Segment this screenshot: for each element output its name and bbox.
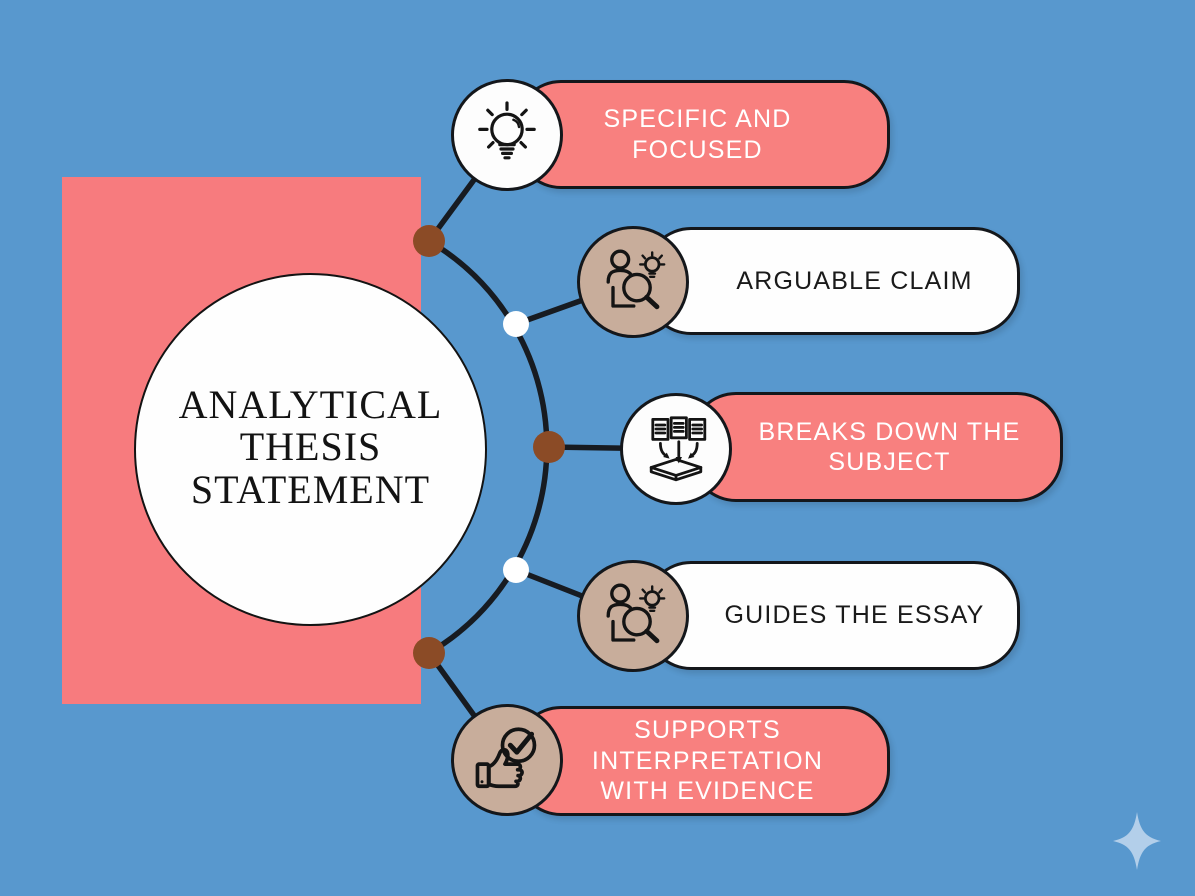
node-dot-white <box>503 311 529 337</box>
branch-pill-guides-the-essay: GUIDES THE ESSAY <box>645 561 1020 670</box>
central-topic-circle: ANALYTICAL THESIS STATEMENT <box>134 273 487 626</box>
person-magnifier-icon <box>577 226 689 338</box>
node-dot-brown <box>413 637 445 669</box>
branch-label: GUIDES THE ESSAY <box>724 601 985 630</box>
title-line: THESIS <box>239 424 382 470</box>
title-line: STATEMENT <box>190 466 431 512</box>
branch-label: BREAKS DOWN THE SUBJECT <box>758 417 1021 477</box>
documents-breakdown-icon <box>620 393 732 505</box>
node-dot-white <box>503 557 529 583</box>
page-title: ANALYTICAL THESIS STATEMENT <box>178 381 443 512</box>
branch-pill-specific-and-focused: SPECIFIC AND FOCUSED <box>515 80 890 189</box>
node-dot-brown <box>533 431 565 463</box>
branch-label: SUPPORTS INTERPRETATION WITH EVIDENCE <box>591 716 824 806</box>
node-dot-brown <box>413 225 445 257</box>
branch-pill-supports-interpretation: SUPPORTS INTERPRETATION WITH EVIDENCE <box>515 706 890 816</box>
branch-pill-breaks-down-subject: BREAKS DOWN THE SUBJECT <box>690 392 1063 502</box>
person-magnifier-icon <box>577 560 689 672</box>
thumbs-up-check-icon <box>451 704 563 816</box>
title-line: ANALYTICAL <box>178 381 443 427</box>
branch-label: ARGUABLE CLAIM <box>736 266 973 295</box>
sparkle-icon <box>1113 812 1161 870</box>
branch-label: SPECIFIC AND FOCUSED <box>603 105 792 164</box>
branch-pill-arguable-claim: ARGUABLE CLAIM <box>645 227 1020 335</box>
lightbulb-icon <box>451 79 563 191</box>
